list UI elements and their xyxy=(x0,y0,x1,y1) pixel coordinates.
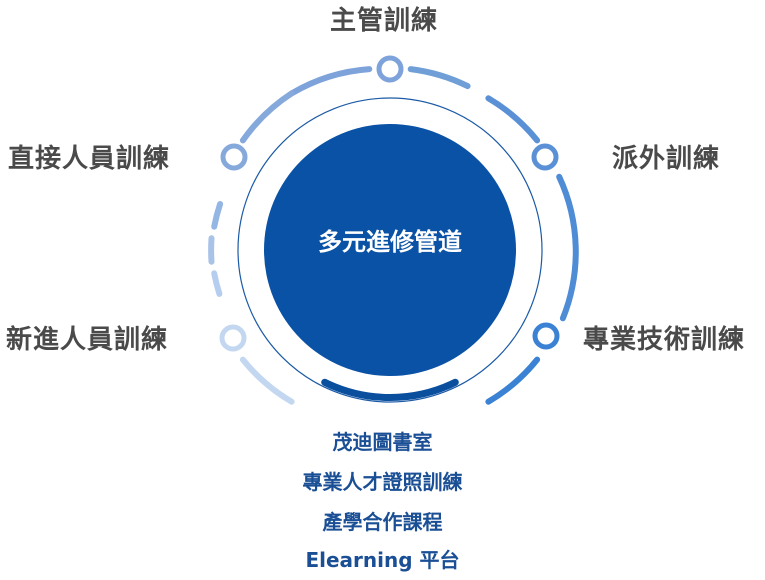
center-label: 多元進修管道 xyxy=(318,228,462,256)
bottom-list-item: Elearning 平台 xyxy=(305,548,460,572)
node-label-top: 主管訓練 xyxy=(330,6,439,36)
ring-arc-left-upper xyxy=(211,201,224,230)
ring-arc-upper-right xyxy=(485,95,541,144)
ring-arc-lower-left xyxy=(239,356,295,405)
node-circle-upper-right xyxy=(531,143,559,171)
ring-arc-top-right xyxy=(407,66,471,90)
bottom-accent-arc xyxy=(321,378,459,401)
node-label-lower-right: 專業技術訓練 xyxy=(583,325,746,355)
node-label-upper-right: 派外訓練 xyxy=(612,144,721,174)
ring-arc-upper-left xyxy=(211,270,223,297)
bottom-list-item: 茂迪圖書室 xyxy=(332,430,433,454)
bottom-list-item: 專業人才證照訓練 xyxy=(302,470,463,494)
center-circle xyxy=(264,124,516,376)
inner-thin-ring xyxy=(237,97,543,403)
ring-arc-right xyxy=(556,173,579,322)
ring-arc-left-top xyxy=(239,90,295,144)
node-circle-upper-left xyxy=(220,143,248,171)
node-label-upper-left: 直接人員訓練 xyxy=(8,144,171,174)
node-circle-lower-right xyxy=(532,322,560,350)
node-circle-lower-left xyxy=(219,324,247,352)
node-label-lower-left: 新進人員訓練 xyxy=(6,325,169,355)
ring-arc-lower-right xyxy=(485,356,541,405)
node-circle-top xyxy=(376,55,404,83)
bottom-list-item: 產學合作課程 xyxy=(322,510,443,534)
ring-arc-top-left xyxy=(288,66,373,97)
